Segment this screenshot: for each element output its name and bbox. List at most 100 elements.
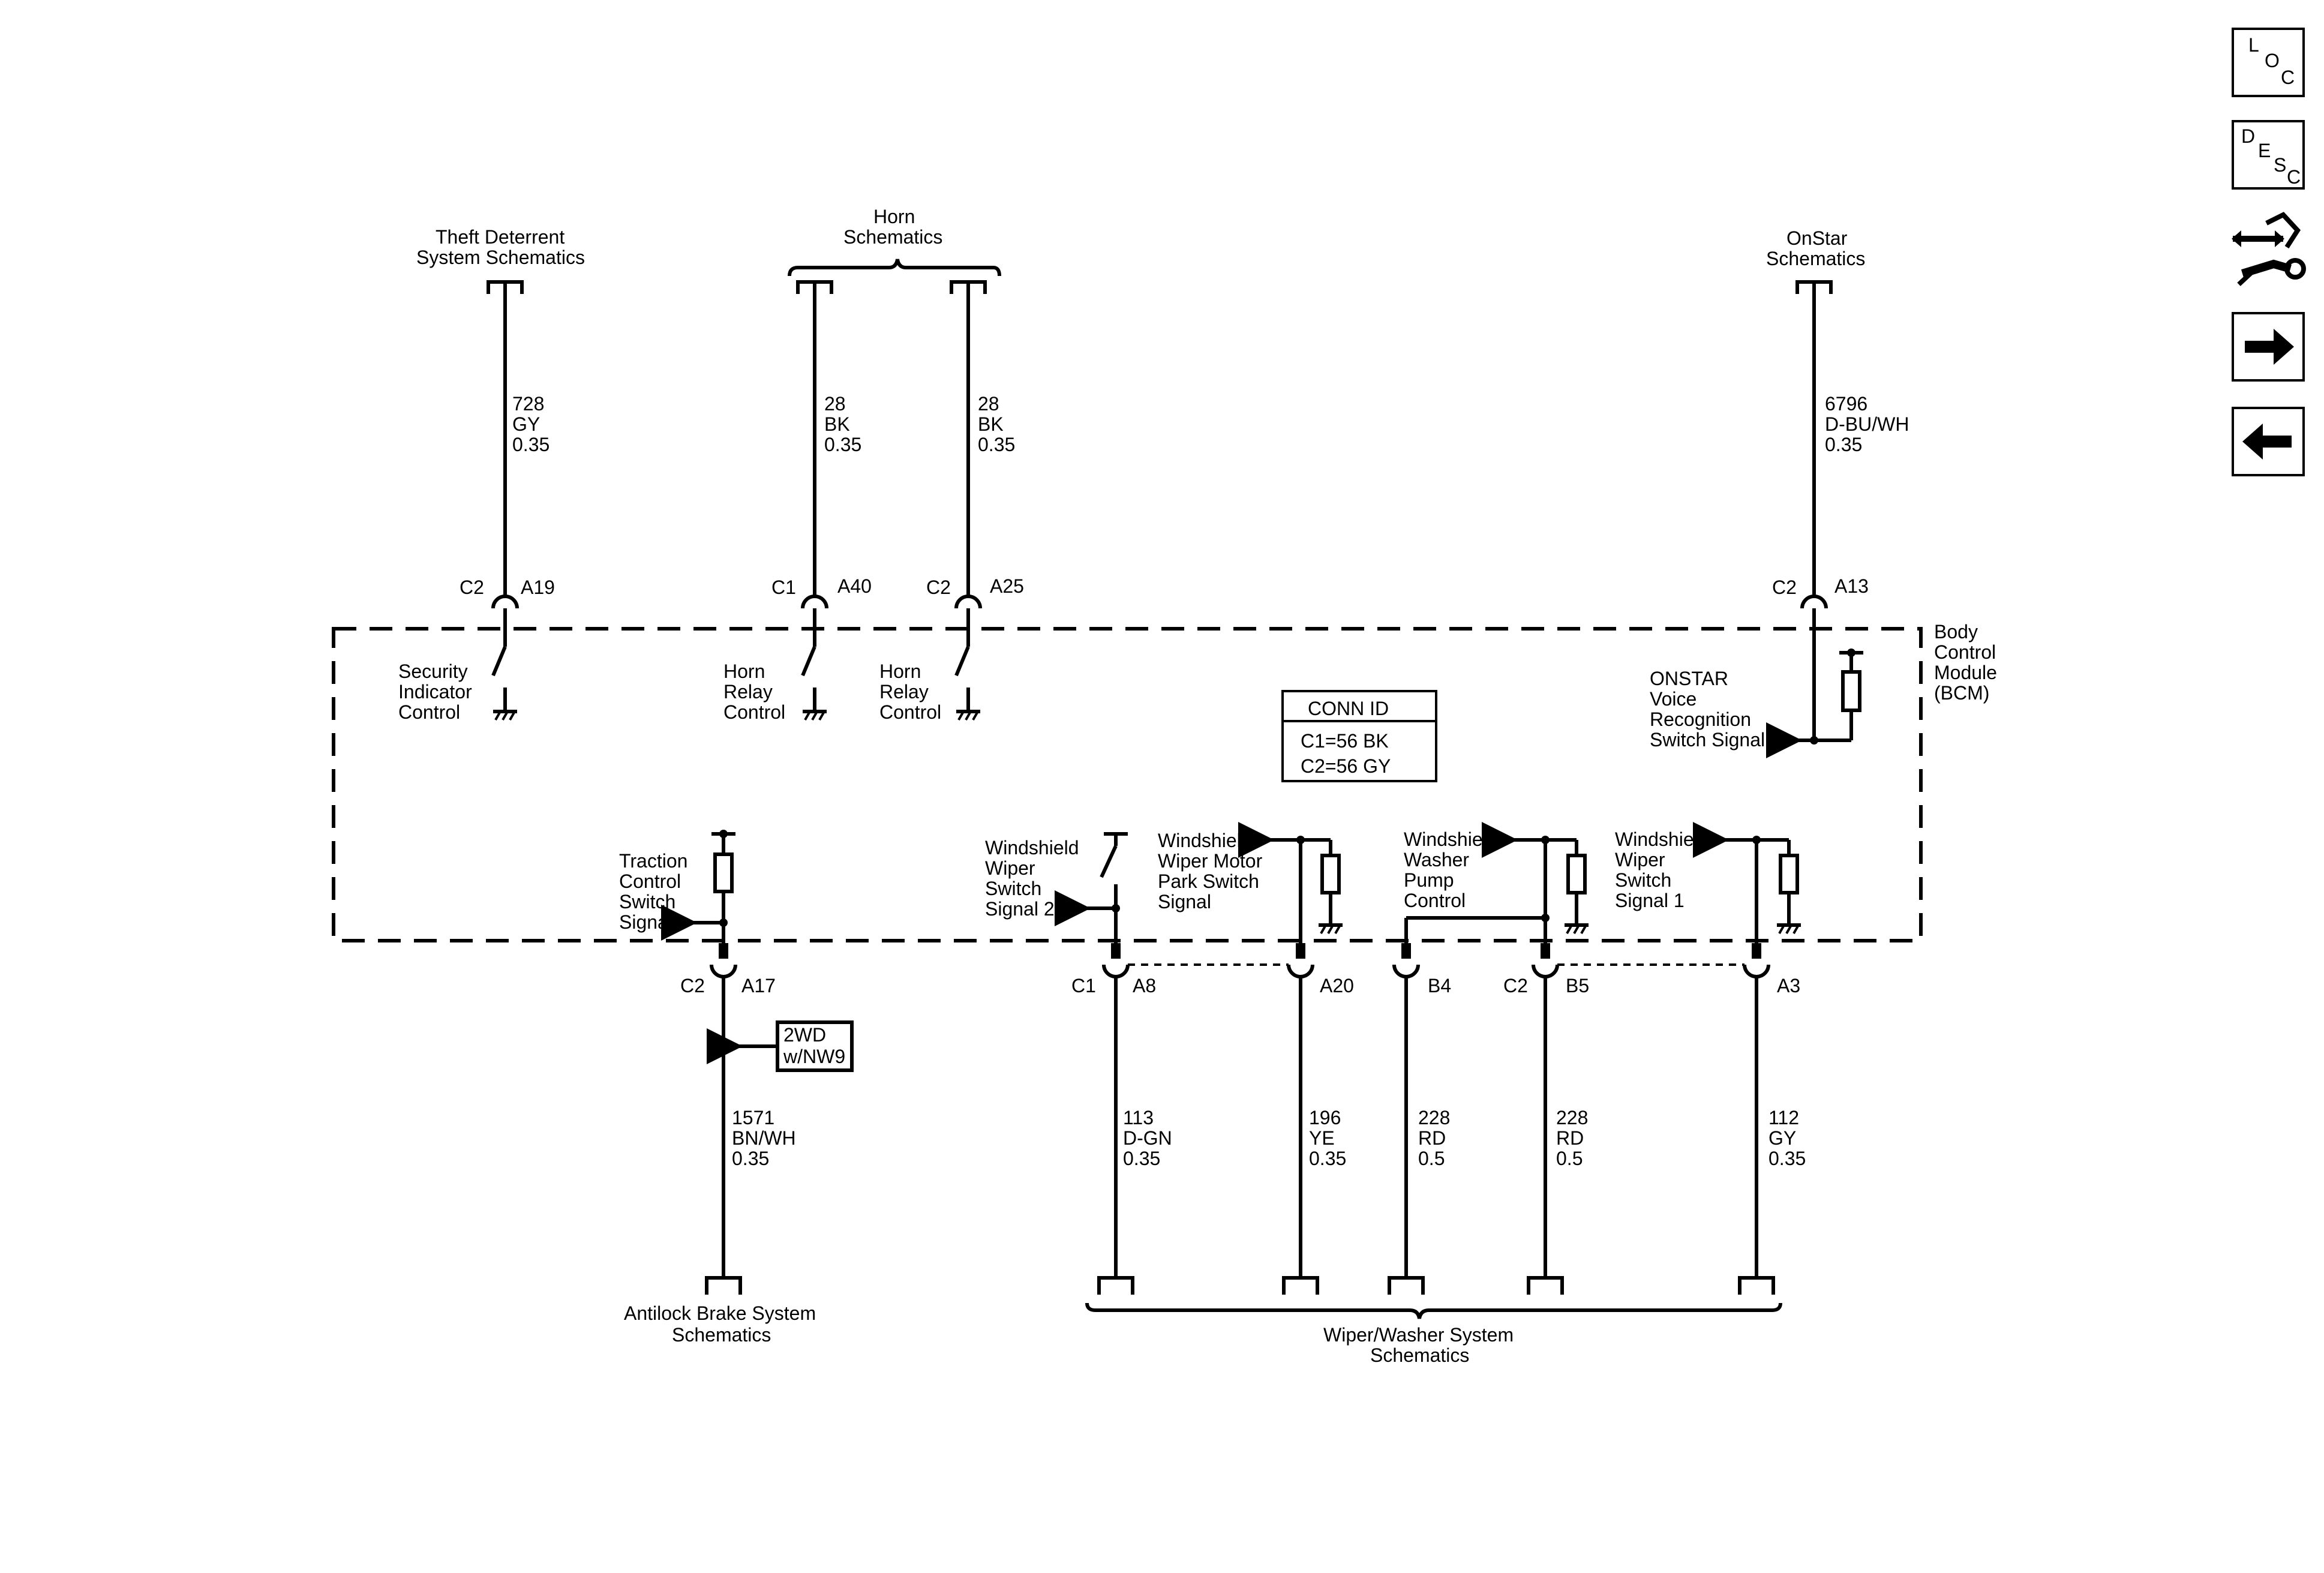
svg-text:Windshield: Windshield [1158, 830, 1252, 851]
svg-text:1571: 1571 [732, 1107, 774, 1128]
connector-end-view-icon[interactable] [2232, 212, 2306, 286]
svg-text:A8: A8 [1133, 975, 1156, 996]
svg-text:C2: C2 [1772, 577, 1797, 598]
svg-text:Control: Control [619, 870, 681, 892]
next-page-button[interactable] [2232, 312, 2305, 382]
svg-text:0.35: 0.35 [1825, 434, 1862, 455]
svg-text:A25: A25 [990, 575, 1024, 597]
desc-s: S [2274, 154, 2286, 176]
svg-text:Traction: Traction [619, 850, 687, 872]
svg-text:Signal: Signal [1158, 891, 1211, 912]
svg-text:Signal 1: Signal 1 [1615, 890, 1685, 911]
previous-page-button[interactable] [2232, 407, 2305, 476]
svg-text:0.35: 0.35 [1768, 1148, 1806, 1169]
conn-id-c1: C1=56 BK [1301, 730, 1389, 752]
svg-text:Horn: Horn [879, 661, 921, 682]
svg-text:228: 228 [1556, 1107, 1588, 1128]
svg-text:2WD: 2WD [783, 1024, 826, 1046]
svg-text:196: 196 [1309, 1107, 1341, 1128]
svg-text:BK: BK [824, 413, 850, 435]
svg-text:GY: GY [1768, 1127, 1796, 1149]
svg-text:Body: Body [1934, 621, 1978, 643]
svg-text:0.35: 0.35 [732, 1148, 769, 1169]
svg-text:Windshield: Windshield [985, 837, 1079, 858]
desc-d: D [2241, 125, 2255, 147]
svg-text:Switch: Switch [985, 878, 1041, 899]
wiper-switch-signal-1-circuit: Windshield Wiper Switch Signal 1 A3 112 … [1615, 822, 1806, 1295]
svg-text:C1: C1 [771, 577, 796, 598]
svg-text:D-GN: D-GN [1123, 1127, 1172, 1149]
svg-text:C1: C1 [1071, 975, 1096, 996]
wiper-park-switch-circuit: Windshield Wiper Motor Park Switch Signa… [1158, 822, 1354, 1295]
svg-text:Switch Signal: Switch Signal [1650, 729, 1765, 751]
svg-text:A13: A13 [1834, 575, 1869, 597]
svg-text:Control: Control [723, 701, 785, 723]
svg-text:28: 28 [978, 393, 999, 415]
svg-text:Switch: Switch [1615, 869, 1671, 891]
svg-text:Recognition: Recognition [1650, 709, 1751, 730]
svg-text:728: 728 [512, 393, 544, 415]
wiper-washer-schematics-ref: Wiper/Washer System Schematics [1085, 1302, 1782, 1366]
svg-text:0.35: 0.35 [512, 434, 550, 455]
conn-id-c2: C2=56 GY [1301, 755, 1391, 777]
svg-text:Schematics: Schematics [1766, 248, 1865, 269]
svg-text:0.35: 0.35 [824, 434, 861, 455]
theft-deterrent-circuit: Theft Deterrent System Schematics 728 GY… [398, 226, 585, 723]
svg-text:Horn: Horn [873, 206, 915, 227]
svg-text:A3: A3 [1777, 975, 1800, 996]
svg-text:A40: A40 [837, 575, 872, 597]
loc-c: C [2281, 67, 2295, 88]
svg-text:A20: A20 [1320, 975, 1354, 996]
svg-text:Wiper Motor: Wiper Motor [1158, 850, 1263, 872]
svg-text:Windshield: Windshield [1404, 828, 1498, 850]
arrow-left-icon [2242, 424, 2292, 460]
svg-text:BN/WH: BN/WH [732, 1127, 796, 1149]
loc-button[interactable]: L O C [2232, 28, 2305, 97]
svg-text:(BCM): (BCM) [1934, 682, 1989, 704]
svg-text:B5: B5 [1566, 975, 1589, 996]
svg-text:228: 228 [1418, 1107, 1450, 1128]
svg-text:Wiper: Wiper [985, 857, 1035, 879]
svg-text:Control: Control [879, 701, 941, 723]
svg-text:Relay: Relay [723, 681, 773, 703]
svg-text:GY: GY [512, 413, 540, 435]
svg-text:Washer: Washer [1404, 849, 1469, 870]
svg-text:Relay: Relay [879, 681, 929, 703]
onstar-circuit: OnStar Schematics 6796 D-BU/WH 0.35 C2 A… [1650, 227, 1909, 758]
svg-text:Switch: Switch [619, 891, 675, 912]
wiper-switch-signal-2-circuit: Windshield Wiper Switch Signal 2 C1 A8 1… [985, 832, 1172, 1295]
desc-button[interactable]: D E S C [2232, 120, 2305, 190]
svg-text:C2: C2 [1503, 975, 1528, 996]
horn-circuit-1: 28 BK 0.35 C1 A40 Horn Relay Control [723, 280, 872, 723]
arrow-right-icon [2245, 329, 2294, 365]
svg-text:Windshield: Windshield [1615, 828, 1709, 850]
washer-pump-circuit: Windshield Washer Pump Control B4 228 RD… [1388, 828, 1550, 1295]
svg-text:Theft Deterrent: Theft Deterrent [436, 226, 565, 248]
svg-text:A17: A17 [741, 975, 776, 996]
bcm-module-outline [332, 627, 1923, 942]
horn-circuit-2: 28 BK 0.35 C2 A25 Horn Relay Control [879, 280, 1024, 723]
horn-schematics-ref: Horn Schematics [788, 206, 1001, 277]
svg-text:Schematics: Schematics [843, 226, 942, 248]
svg-text:0.5: 0.5 [1418, 1148, 1445, 1169]
svg-text:Module: Module [1934, 662, 1997, 683]
svg-text:0.35: 0.35 [978, 434, 1015, 455]
svg-text:Voice: Voice [1650, 688, 1697, 710]
svg-text:6796: 6796 [1825, 393, 1867, 415]
svg-text:Control: Control [1934, 641, 1996, 663]
svg-text:OnStar: OnStar [1786, 227, 1848, 249]
svg-text:Signal: Signal [619, 911, 672, 933]
module-label: Body Control Module (BCM) [1934, 621, 1997, 704]
svg-text:w/NW9: w/NW9 [783, 1046, 845, 1067]
svg-text:A19: A19 [521, 577, 555, 598]
svg-text:0.35: 0.35 [1123, 1148, 1160, 1169]
svg-text:RD: RD [1418, 1127, 1446, 1149]
svg-text:System Schematics: System Schematics [416, 247, 585, 268]
svg-text:0.35: 0.35 [1309, 1148, 1346, 1169]
desc-c: C [2287, 166, 2301, 188]
svg-text:Antilock Brake System: Antilock Brake System [624, 1302, 816, 1324]
svg-text:Control: Control [1404, 890, 1466, 911]
svg-text:YE: YE [1309, 1127, 1335, 1149]
loc-l: L [2248, 34, 2259, 56]
svg-text:B4: B4 [1428, 975, 1451, 996]
